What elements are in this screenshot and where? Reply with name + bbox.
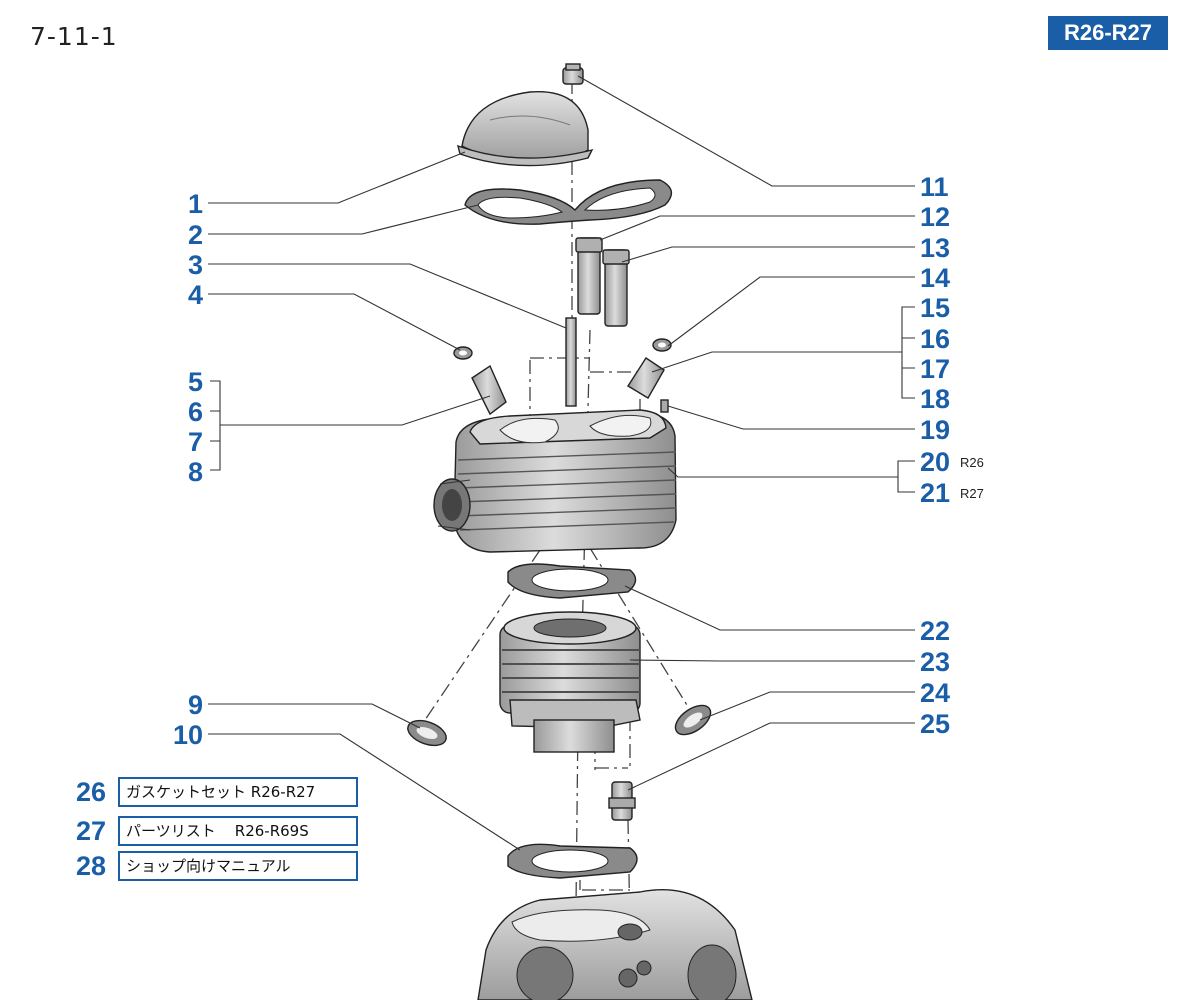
reference-number: 26 bbox=[76, 776, 107, 807]
callout-15: 15 bbox=[920, 293, 950, 323]
callout-3: 3 bbox=[188, 250, 203, 280]
stud-bolt bbox=[608, 781, 636, 821]
reference-number: 28 bbox=[76, 850, 107, 881]
callout-17: 17 bbox=[920, 354, 950, 384]
reference-label: ガスケットセット R26-R27 bbox=[118, 777, 358, 807]
callout-10: 10 bbox=[173, 720, 203, 750]
callout-22: 22 bbox=[920, 616, 950, 646]
callout-14: 14 bbox=[920, 263, 950, 293]
cylinder bbox=[499, 611, 641, 753]
callout-25: 25 bbox=[920, 709, 950, 739]
cylinder-head bbox=[433, 409, 677, 553]
callout-1: 1 bbox=[188, 189, 203, 219]
page-code: 7-11-1 bbox=[30, 22, 118, 51]
callout-20: 20 bbox=[920, 447, 950, 477]
callout-4: 4 bbox=[188, 280, 203, 310]
valve-guide-right bbox=[627, 357, 665, 399]
sleeve-nut-2 bbox=[602, 249, 630, 327]
reference-item-27: 27 パーツリスト R26-R69S bbox=[76, 815, 358, 847]
valve-guide-left bbox=[471, 364, 507, 416]
head-gasket bbox=[507, 563, 637, 599]
seal-ring-left bbox=[407, 719, 447, 747]
reference-item-26: 26 ガスケットセット R26-R27 bbox=[76, 776, 358, 808]
callout-13: 13 bbox=[920, 233, 950, 263]
ring-right bbox=[652, 338, 672, 352]
callout-8: 8 bbox=[188, 457, 203, 487]
variant-note-21: R27 bbox=[960, 486, 984, 501]
callout-7: 7 bbox=[188, 427, 203, 457]
callout-16: 16 bbox=[920, 324, 950, 354]
callout-18: 18 bbox=[920, 384, 950, 414]
sleeve-nut-1 bbox=[575, 237, 603, 315]
stud bbox=[565, 317, 577, 407]
callout-11: 11 bbox=[920, 172, 949, 202]
callout-19: 19 bbox=[920, 415, 950, 445]
valve-cover-gasket bbox=[464, 179, 673, 225]
callout-6: 6 bbox=[188, 397, 203, 427]
crankcase bbox=[477, 888, 753, 1000]
reference-item-28: 28 ショップ向けマニュアル bbox=[76, 850, 358, 882]
valve-cover bbox=[457, 90, 594, 167]
callout-24: 24 bbox=[920, 678, 950, 708]
base-gasket bbox=[507, 843, 638, 879]
callout-9: 9 bbox=[188, 690, 203, 720]
dowel-pin bbox=[660, 399, 669, 413]
callout-2: 2 bbox=[188, 220, 203, 250]
leader-lines bbox=[208, 75, 915, 851]
model-badge: R26-R27 bbox=[1048, 16, 1168, 50]
reference-number: 27 bbox=[76, 815, 107, 846]
callout-21: 21 bbox=[920, 478, 950, 508]
callout-23: 23 bbox=[920, 647, 950, 677]
ring-left bbox=[453, 346, 473, 360]
callouts: 1 2 3 4 5 6 7 8 9 10 11 12 13 14 15 16 1… bbox=[173, 172, 984, 750]
callout-5: 5 bbox=[188, 367, 203, 397]
reference-label: パーツリスト R26-R69S bbox=[118, 816, 358, 846]
variant-note-20: R26 bbox=[960, 455, 984, 470]
seal-ring-right bbox=[674, 704, 712, 736]
reference-label: ショップ向けマニュアル bbox=[118, 851, 358, 881]
callout-12: 12 bbox=[920, 202, 950, 232]
cap-nut bbox=[562, 63, 584, 85]
